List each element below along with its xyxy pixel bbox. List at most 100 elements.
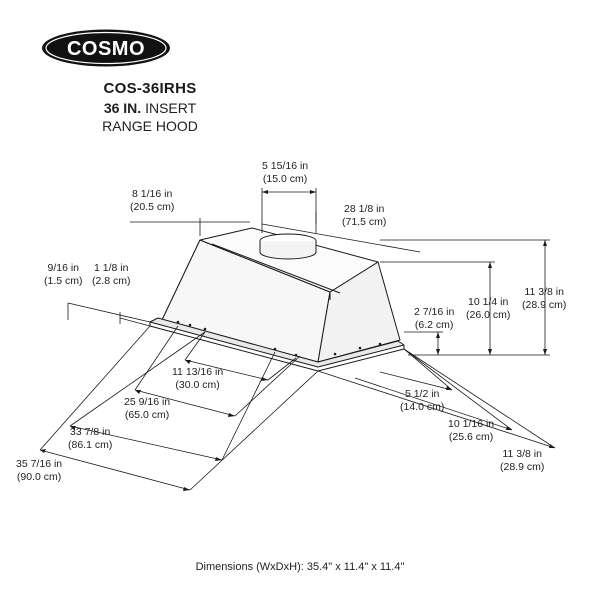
arrow-icon: [40, 449, 46, 453]
dim-line-depth-left: [130, 218, 250, 236]
hood-top-face: [199, 227, 379, 293]
flange-rivets: [176, 320, 382, 357]
dim-line-right-2: [354, 348, 513, 431]
dim-label-bottom-width-2: 25 9/16 in (65.0 cm): [124, 396, 170, 422]
dim-label-line2: (65.0 cm): [124, 409, 170, 421]
arrow-icon: [183, 487, 190, 491]
dim-line-bottom-4: [184, 331, 297, 381]
arrow-icon: [135, 390, 141, 394]
rivet: [378, 342, 382, 346]
dim-label-flange-height: 2 7/16 in (6.2 cm): [414, 306, 454, 332]
dim-label-line1: 1 1/8 in: [94, 262, 129, 274]
dim-label-line1: 11 3/8 in: [502, 448, 542, 460]
dim-line-flange-edge: [67, 302, 151, 327]
arrow-icon: [310, 190, 316, 194]
arrow-icon: [488, 349, 492, 355]
dim-label-line1: 28 1/8 in: [344, 203, 385, 215]
dim-label-line1: 2 7/16 in: [414, 306, 455, 318]
rivet: [176, 320, 180, 324]
dim-label-duct-width: 5 15/16 in (15.0 cm): [262, 160, 308, 186]
arrow-icon: [261, 377, 268, 381]
product-size: 36 IN. INSERT: [40, 100, 260, 116]
dim-label-line1: 11 13/16 in: [172, 366, 224, 378]
dim-label-bottom-width-4: 35 7/16 in (90.0 cm): [16, 458, 62, 484]
model-number: COS-36IRHS: [103, 80, 197, 97]
rivet: [333, 352, 337, 356]
dim-label-line1: 10 1/4 in: [468, 296, 509, 308]
dim-label-line1: 11 3/8 in: [524, 286, 564, 298]
dim-label-line2: (6.2 cm): [414, 319, 454, 331]
dim-label-width-top: 28 1/8 in (71.5 cm): [342, 203, 386, 229]
dimensions-summary: Dimensions (WxDxH): 35.4" x 11.4" x 11.4…: [195, 561, 405, 573]
rivet: [294, 353, 298, 357]
arrow-icon: [185, 360, 191, 364]
dim-label-right-depth-2: 10 1/16 in (25.6 cm): [448, 418, 494, 444]
dim-label-line2: (14.0 cm): [400, 401, 445, 413]
dim-label-line2: (71.5 cm): [342, 216, 387, 228]
arrow-icon: [446, 386, 452, 390]
dim-line-height-overall: [380, 239, 550, 356]
logo-text: COSMO: [67, 38, 145, 60]
arrow-icon: [436, 349, 440, 355]
dim-label-line2: (86.1 cm): [68, 439, 113, 451]
dim-line-right-3: [317, 348, 556, 449]
dim-label-line1: 25 9/16 in: [124, 396, 171, 408]
duct-collar-side: [259, 241, 317, 260]
dim-label-line1: 10 1/16 in: [448, 418, 495, 430]
product-size-rest: INSERT: [141, 100, 197, 116]
dim-label-line1: 5 1/2 in: [404, 388, 440, 400]
dim-line-width-top: [261, 212, 421, 253]
dim-line-bottom-3: [134, 325, 301, 417]
dim-label-line2: (2.8 cm): [92, 275, 131, 287]
dim-label-line2: (1.5 cm): [44, 275, 83, 287]
dim-line-duct: [261, 188, 317, 233]
dim-label-line1: 33 7/8 in: [70, 426, 111, 438]
rivet: [358, 346, 362, 350]
product-type: RANGE HOOD: [102, 118, 198, 134]
dim-label-line1: 9/16 in: [47, 262, 80, 274]
arrow-icon: [488, 262, 492, 268]
rivet: [188, 323, 192, 327]
dim-line-bottom-1: [39, 325, 319, 491]
arrow-icon: [436, 332, 440, 338]
dim-label-depth-left: 8 1/16 in (20.5 cm): [130, 188, 174, 214]
dim-label-right-depth-3: 11 3/8 in (28.9 cm): [500, 448, 544, 474]
dim-label-flange-edge-a: 9/16 in (1.5 cm): [44, 262, 83, 288]
dim-label-overall-height: 11 3/8 in (28.9 cm): [522, 286, 566, 312]
arrow-icon: [506, 426, 512, 430]
dim-label-right-depth-1: 5 1/2 in (14.0 cm): [400, 388, 444, 414]
dim-label-line2: (15.0 cm): [262, 173, 308, 185]
flange-plate: [149, 317, 405, 368]
dim-line-bottom-2: [69, 331, 276, 461]
dim-label-line2: (25.6 cm): [448, 431, 494, 443]
dim-label-line2: (20.5 cm): [130, 201, 175, 213]
dim-label-line2: (28.9 cm): [522, 299, 567, 311]
dim-label-bottom-depth-1: 11 13/16 in (30.0 cm): [172, 366, 223, 392]
arrow-icon: [70, 426, 76, 430]
hood-edge-1: [211, 243, 341, 294]
logo-badge-icon: COSMO: [42, 29, 170, 67]
dim-label-line1: 5 15/16 in: [262, 160, 309, 172]
rivet: [203, 327, 207, 331]
dim-label-line2: (28.9 cm): [500, 461, 545, 473]
arrow-icon: [262, 190, 268, 194]
dim-label-line2: (90.0 cm): [16, 471, 62, 483]
cosmo-logo: COSMO: [40, 28, 172, 68]
product-size-bold: 36 IN.: [103, 100, 142, 116]
arrow-icon: [543, 240, 547, 246]
dim-label-line2: (30.0 cm): [175, 379, 220, 391]
arrow-icon: [549, 444, 555, 448]
dimension-arrows: [40, 190, 555, 491]
arrow-icon: [215, 457, 222, 461]
dim-label-line2: (26.0 cm): [466, 309, 511, 321]
dim-label-line1: 35 7/16 in: [16, 458, 63, 470]
dim-label-flange-edge-b: 1 1/8 in (2.8 cm): [92, 262, 131, 288]
arrow-icon: [228, 413, 235, 417]
dim-label-line1: 8 1/16 in: [132, 188, 173, 200]
dim-label-bottom-width-3: 33 7/8 in (86.1 cm): [68, 426, 112, 452]
dim-line-right-1: [379, 348, 453, 391]
dim-line-height-body: [380, 261, 495, 355]
rivet: [273, 347, 277, 351]
arrow-icon: [543, 349, 547, 355]
